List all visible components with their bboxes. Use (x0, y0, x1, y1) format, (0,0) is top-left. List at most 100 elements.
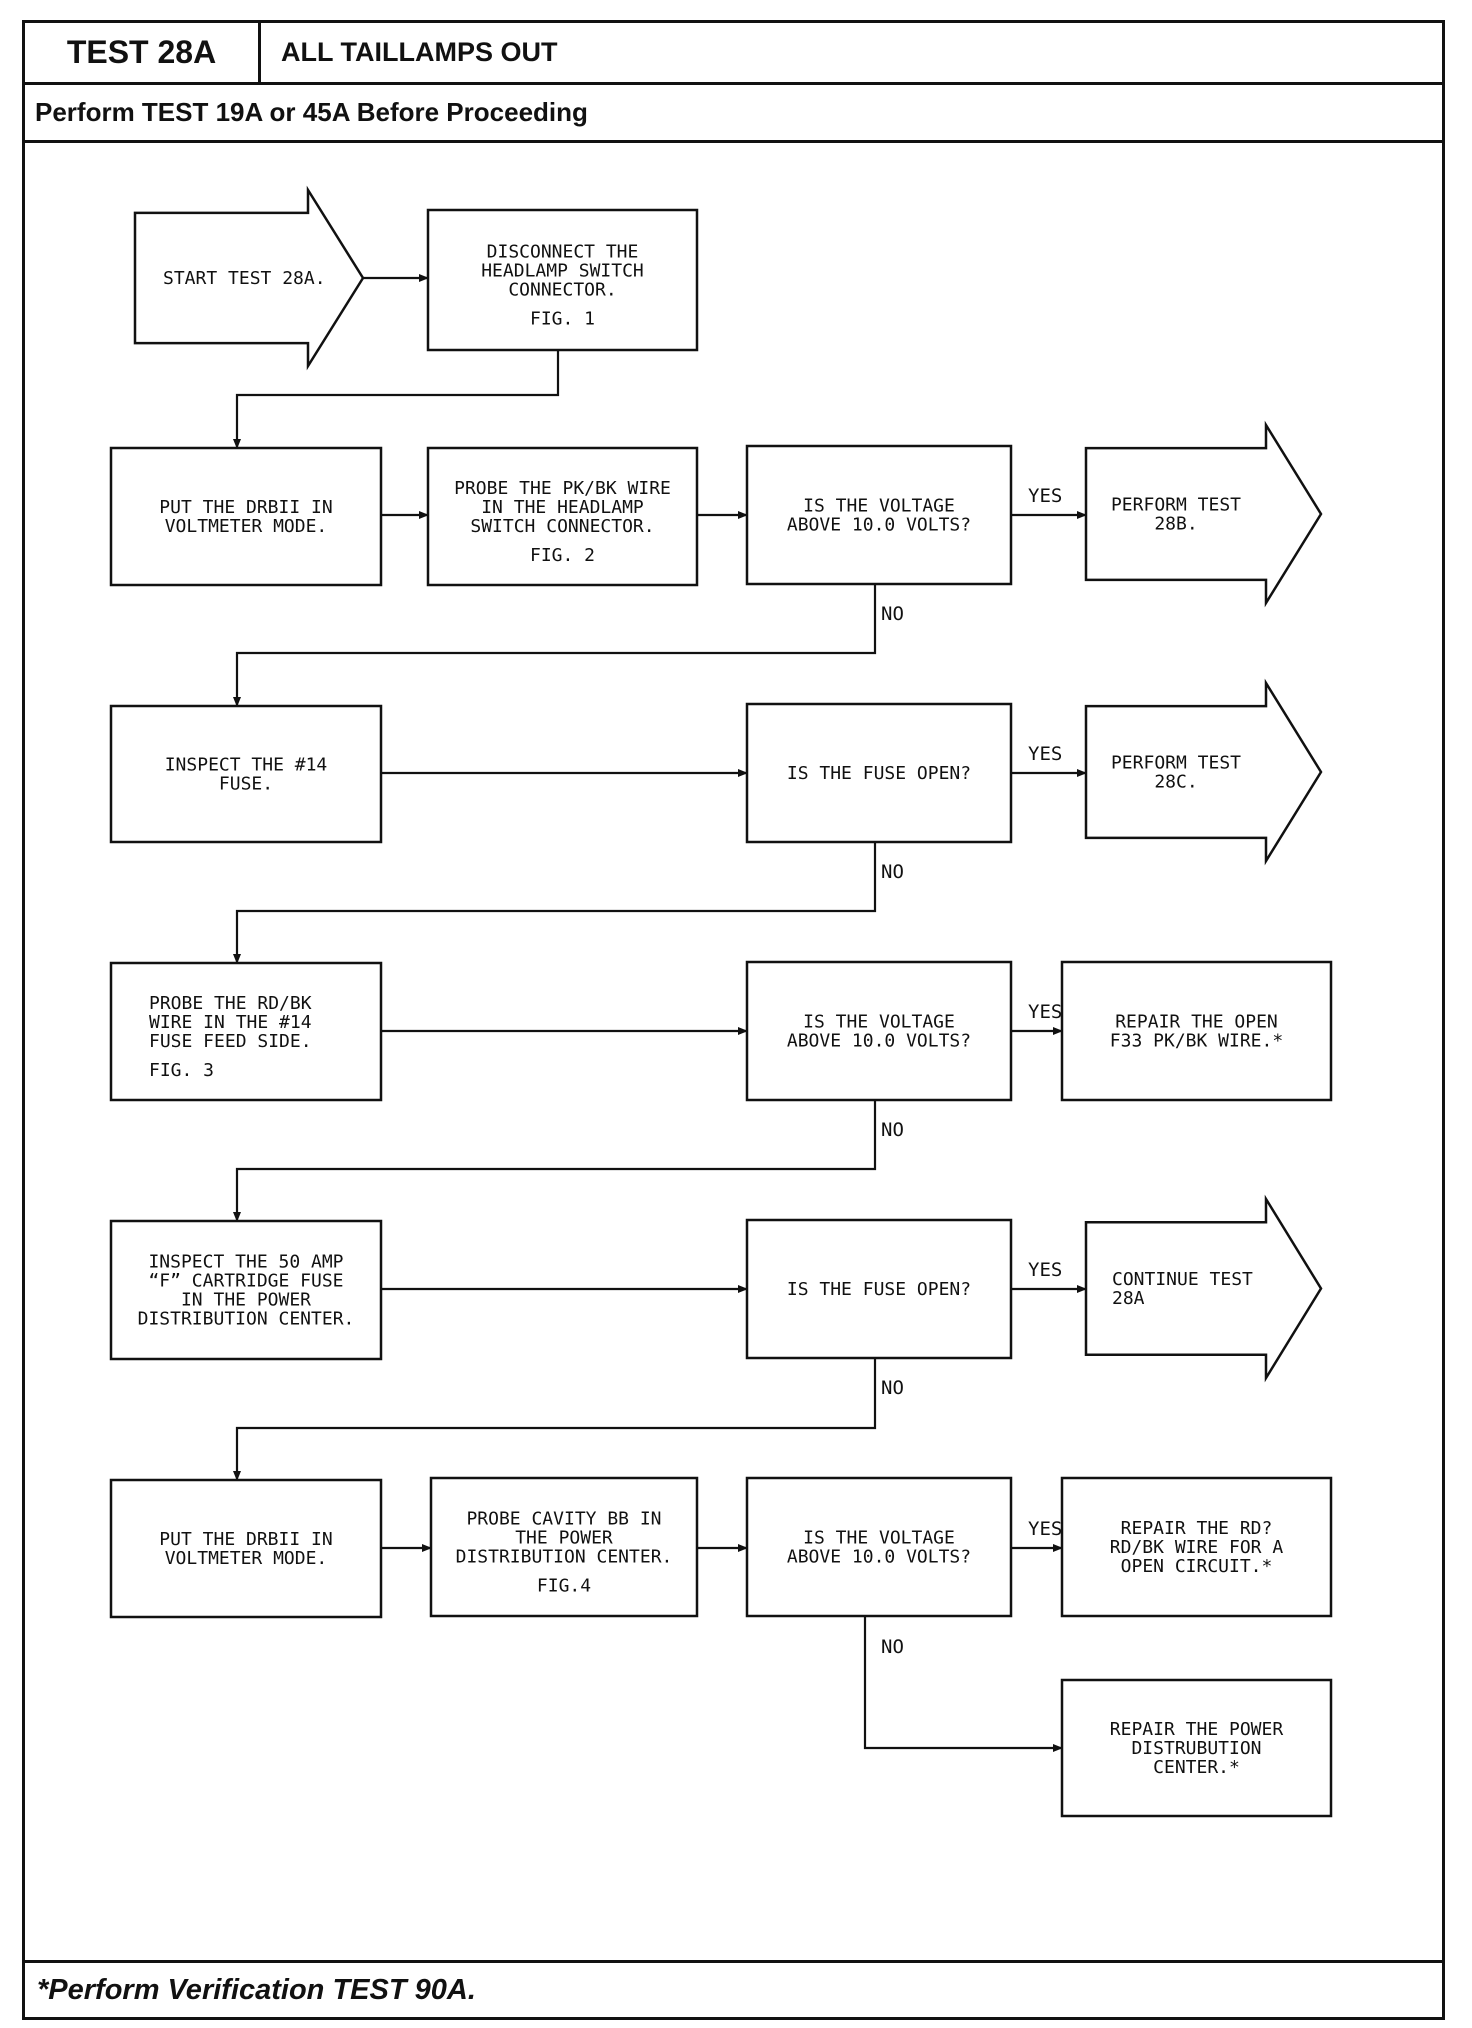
flowchart: YES NO YES NO YES NO YES NO YES NO START… (109, 185, 1333, 1818)
edge-disconnect-drb1 (233, 350, 560, 449)
process-box (426, 208, 699, 352)
node-text-line: PERFORM TEST (1111, 753, 1241, 774)
edge-q1-inspect14 (233, 584, 877, 707)
process-box (745, 444, 1013, 586)
label-yes-1: YES (1028, 485, 1062, 507)
arrow-shape (1084, 678, 1323, 866)
page-title: ALL TAILLAMPS OUT (261, 23, 1445, 85)
node-text-line: FUSE. (219, 774, 273, 795)
process-box (1060, 960, 1333, 1102)
edge-labels: YES NO YES NO YES NO YES NO YES NO (881, 485, 1062, 1658)
node-text-line: HEADLAMP SWITCH (481, 261, 644, 282)
node-text-line: FIG. 3 (149, 1060, 214, 1081)
node-text-line: DISCONNECT THE (487, 242, 639, 263)
label-no-3: NO (881, 1119, 904, 1141)
label-yes-2: YES (1028, 743, 1062, 765)
node-text-line: INSPECT THE #14 (165, 755, 328, 776)
node-text-line: FIG. 1 (530, 309, 595, 330)
label-no-1: NO (881, 603, 904, 625)
node-start: START TEST 28A. (133, 185, 365, 371)
node-text-line: DISTRIBUTION CENTER. (456, 1547, 673, 1568)
node-text-line: IS THE FUSE OPEN? (787, 763, 971, 784)
node-text-line: FIG. 2 (530, 545, 595, 566)
node-fuse-q1: IS THE FUSE OPEN? (745, 702, 1013, 844)
process-box (1060, 1678, 1333, 1818)
process-box (745, 702, 1013, 844)
node-text-line: WIRE IN THE #14 (149, 1012, 312, 1033)
node-text-line: “F” CARTRIDGE FUSE (148, 1271, 343, 1292)
label-yes-3: YES (1028, 1001, 1062, 1023)
node-text-line: PERFORM TEST (1111, 495, 1241, 516)
node-text-line: RD/BK WIRE FOR A (1110, 1537, 1284, 1558)
edge-q2-inspect50 (233, 1100, 877, 1222)
node-text-line: REPAIR THE POWER (1110, 1719, 1284, 1740)
process-box (109, 446, 383, 587)
test-sheet: TEST 28A ALL TAILLAMPS OUT Perform TEST … (22, 20, 1445, 2020)
node-text-line: VOLTMETER MODE. (165, 516, 328, 537)
node-text-line: IS THE VOLTAGE (803, 1012, 955, 1033)
node-text-line: REPAIR THE RD? (1121, 1518, 1273, 1539)
process-box (109, 961, 383, 1102)
node-text-line: IS THE VOLTAGE (803, 496, 955, 517)
label-no-4: NO (881, 1377, 904, 1399)
node-text-line: REPAIR THE OPEN (1115, 1012, 1278, 1033)
node-text-line: IN THE HEADLAMP (481, 497, 644, 518)
node-text-line: DISTRUBUTION (1131, 1738, 1261, 1759)
node-text-line: IN THE POWER (181, 1290, 311, 1311)
edge-q3-repair-pdc (863, 1616, 1063, 1752)
node-text-line: VOLTMETER MODE. (165, 1548, 328, 1569)
node-text-line: START TEST 28A. (163, 268, 326, 289)
test-id: TEST 28A (25, 23, 261, 85)
label-no-2: NO (881, 861, 904, 883)
node-text-line: IS THE VOLTAGE (803, 1528, 955, 1549)
node-text-line: ABOVE 10.0 VOLTS? (787, 1547, 971, 1568)
arrow-shape (133, 185, 365, 371)
node-text-line: FIG.4 (537, 1576, 591, 1597)
node-text-line: CONNECTOR. (508, 280, 616, 301)
node-text-line: CONTINUE TEST (1112, 1269, 1253, 1290)
label-no-5: NO (881, 1636, 904, 1658)
node-text-line: IS THE FUSE OPEN? (787, 1279, 971, 1300)
node-text-line: PUT THE DRBII IN (159, 497, 332, 518)
process-box (745, 1218, 1013, 1360)
node-text-line: INSPECT THE 50 AMP (148, 1252, 343, 1273)
node-text-line: F33 PK/BK WIRE.* (1110, 1031, 1283, 1052)
arrow-shape (1084, 1194, 1323, 1383)
node-text-line: ABOVE 10.0 VOLTS? (787, 1031, 971, 1052)
label-yes-4: YES (1028, 1259, 1062, 1281)
prerequisite-note: Perform TEST 19A or 45A Before Proceedin… (25, 85, 1442, 143)
process-box (109, 1478, 383, 1619)
process-box (109, 1219, 383, 1361)
node-text-line: SWITCH CONNECTOR. (470, 516, 654, 537)
process-box (745, 1476, 1013, 1618)
edge-fq1-probe-rd (233, 842, 877, 964)
node-text-line: DISTRIBUTION CENTER. (138, 1309, 355, 1330)
arrow-shape (1084, 420, 1323, 608)
node-text-line: FUSE FEED SIDE. (149, 1031, 312, 1052)
node-text-line: 28C. (1154, 772, 1197, 793)
process-box (1060, 1476, 1333, 1618)
process-box (109, 704, 383, 844)
node-fuse-q2: IS THE FUSE OPEN? (745, 1218, 1013, 1360)
node-text-line: OPEN CIRCUIT.* (1121, 1556, 1273, 1577)
edge-fq2-drb2 (233, 1358, 877, 1481)
node-text-line: ABOVE 10.0 VOLTS? (787, 515, 971, 536)
process-box (745, 960, 1013, 1102)
